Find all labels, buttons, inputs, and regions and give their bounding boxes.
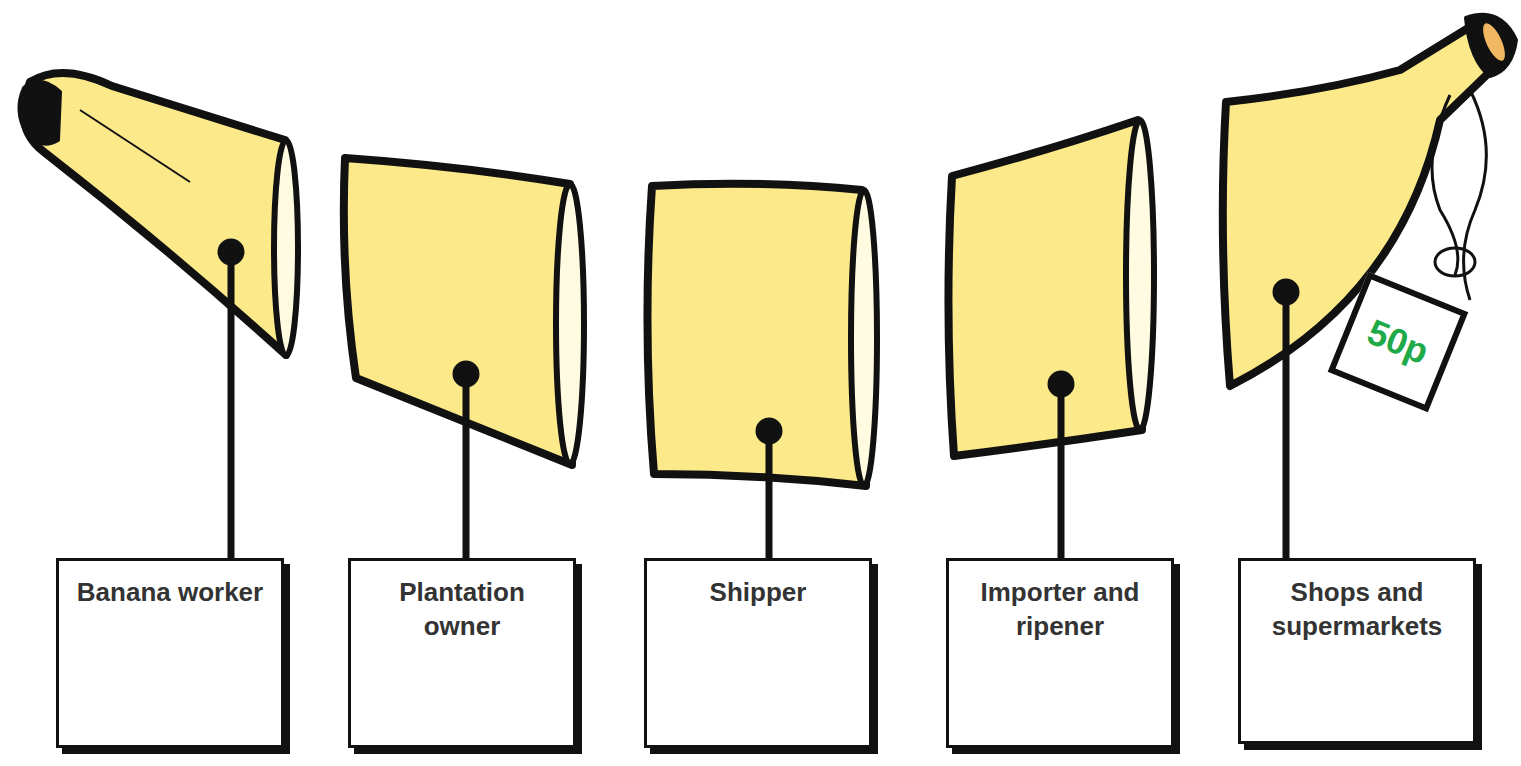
role-box: Plantation owner (348, 558, 576, 748)
stem-end (1477, 18, 1512, 65)
banana-stem (1466, 15, 1516, 76)
pointer-dot (1276, 282, 1296, 302)
banana-segment (647, 184, 866, 486)
segment-end (851, 190, 877, 486)
banana-tip (19, 82, 60, 144)
role-label: Importer and ripener (957, 575, 1163, 643)
segment-end (274, 140, 298, 356)
pointer-line (463, 374, 470, 560)
role-box: Shops and supermarkets (1238, 558, 1476, 744)
tag-string (1432, 90, 1486, 300)
pointer-line (228, 252, 235, 560)
string-loop (1435, 248, 1475, 276)
role-box: Banana worker (56, 558, 284, 748)
price-text: 50p (1361, 311, 1434, 373)
pointer-dot (759, 421, 779, 441)
segment-end (556, 184, 584, 464)
banana-segment (344, 158, 572, 465)
pointer-lines (221, 242, 1296, 560)
role-label: Shops and supermarkets (1249, 575, 1465, 643)
role-label: Shipper (655, 575, 861, 609)
string-line (1464, 90, 1487, 300)
pointer-line (766, 431, 773, 560)
role-box: Shipper (644, 558, 872, 748)
price-tag: 50p (1328, 272, 1469, 413)
banana-mark (80, 110, 190, 182)
role-box: Importer and ripener (946, 558, 1174, 748)
pointer-line (1283, 292, 1290, 560)
pointer-line (1058, 384, 1065, 560)
role-label: Plantation owner (359, 575, 565, 643)
segment-end (1126, 120, 1154, 430)
pointer-dot (221, 242, 241, 262)
banana-pieces (19, 15, 1516, 486)
banana-segment (948, 120, 1142, 456)
pointer-dot (1051, 374, 1071, 394)
pointer-dot (456, 364, 476, 384)
banana-segment (24, 73, 286, 355)
role-label: Banana worker (67, 575, 273, 609)
